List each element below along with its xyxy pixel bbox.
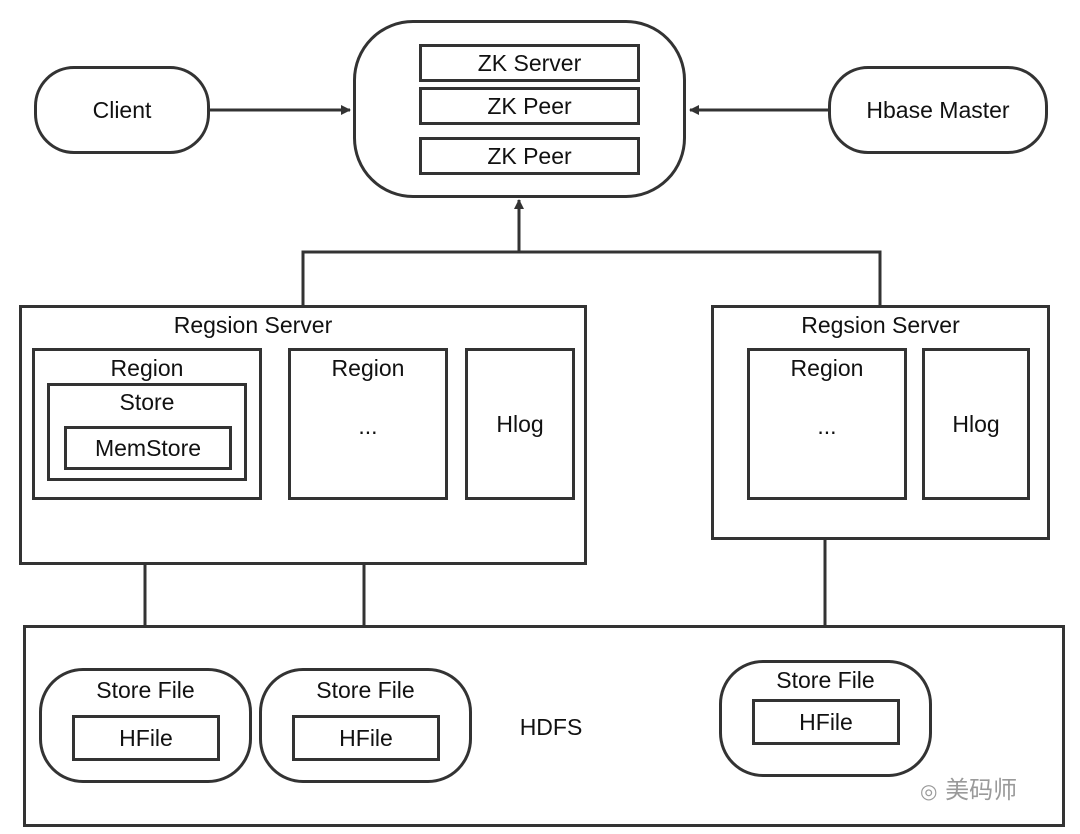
hfile: HFile (752, 699, 900, 745)
region-ellipsis: ... (817, 413, 837, 439)
client-label: Client (92, 96, 152, 123)
zk-peer-label: ZK Peer (487, 142, 572, 169)
hdfs-label: HDFS (519, 714, 583, 740)
store-file-3: Store File HFile (719, 660, 932, 777)
store-file-title: Store File (96, 677, 195, 703)
store: Store MemStore (47, 383, 247, 481)
store-file-1: Store File HFile (39, 668, 252, 783)
memstore-label: MemStore (94, 434, 202, 461)
hlog-label: Hlog (952, 410, 1000, 437)
hlog: Hlog (465, 348, 575, 500)
watermark: ◎ 美码师 (920, 770, 1017, 805)
region-ellipsis: ... (358, 413, 378, 439)
store-file-title: Store File (316, 677, 415, 703)
store-file-title: Store File (776, 667, 875, 693)
zk-peer-label: ZK Peer (487, 92, 572, 119)
zookeeper-cluster: ZK Server ZK Peer ZK Peer (353, 20, 686, 198)
zk-server-label: ZK Server (477, 49, 582, 76)
region-3: Region ... (747, 348, 907, 500)
region-server-title: Regsion Server (801, 312, 960, 338)
region-title: Region (110, 355, 184, 381)
zk-peer: ZK Peer (419, 137, 640, 175)
region-1: Region Store MemStore (32, 348, 262, 500)
hfile-label: HFile (339, 724, 393, 751)
region-server-left: Regsion Server Region Store MemStore Reg… (19, 305, 587, 565)
wechat-icon: ◎ (920, 779, 938, 803)
hfile-label: HFile (119, 724, 173, 751)
memstore: MemStore (64, 426, 232, 470)
region-title: Region (790, 355, 864, 381)
connector-regionservers (301, 250, 882, 305)
zk-server: ZK Server (419, 44, 640, 82)
hfile: HFile (292, 715, 440, 761)
region-server-title: Regsion Server (173, 312, 333, 338)
zk-peer: ZK Peer (419, 87, 640, 125)
hfile-label: HFile (799, 708, 853, 735)
hbase-master-label: Hbase Master (866, 96, 1010, 123)
hfile: HFile (72, 715, 220, 761)
store-title: Store (119, 389, 175, 415)
region-server-right: Regsion Server Region ... Hlog (711, 305, 1050, 540)
hlog: Hlog (922, 348, 1030, 500)
store-file-2: Store File HFile (259, 668, 472, 783)
hlog-label: Hlog (496, 410, 544, 437)
region-title: Region (331, 355, 405, 381)
client-node: Client (34, 66, 210, 154)
hbase-master-node: Hbase Master (828, 66, 1048, 154)
region-2: Region ... (288, 348, 448, 500)
watermark-text: 美码师 (945, 776, 1018, 804)
